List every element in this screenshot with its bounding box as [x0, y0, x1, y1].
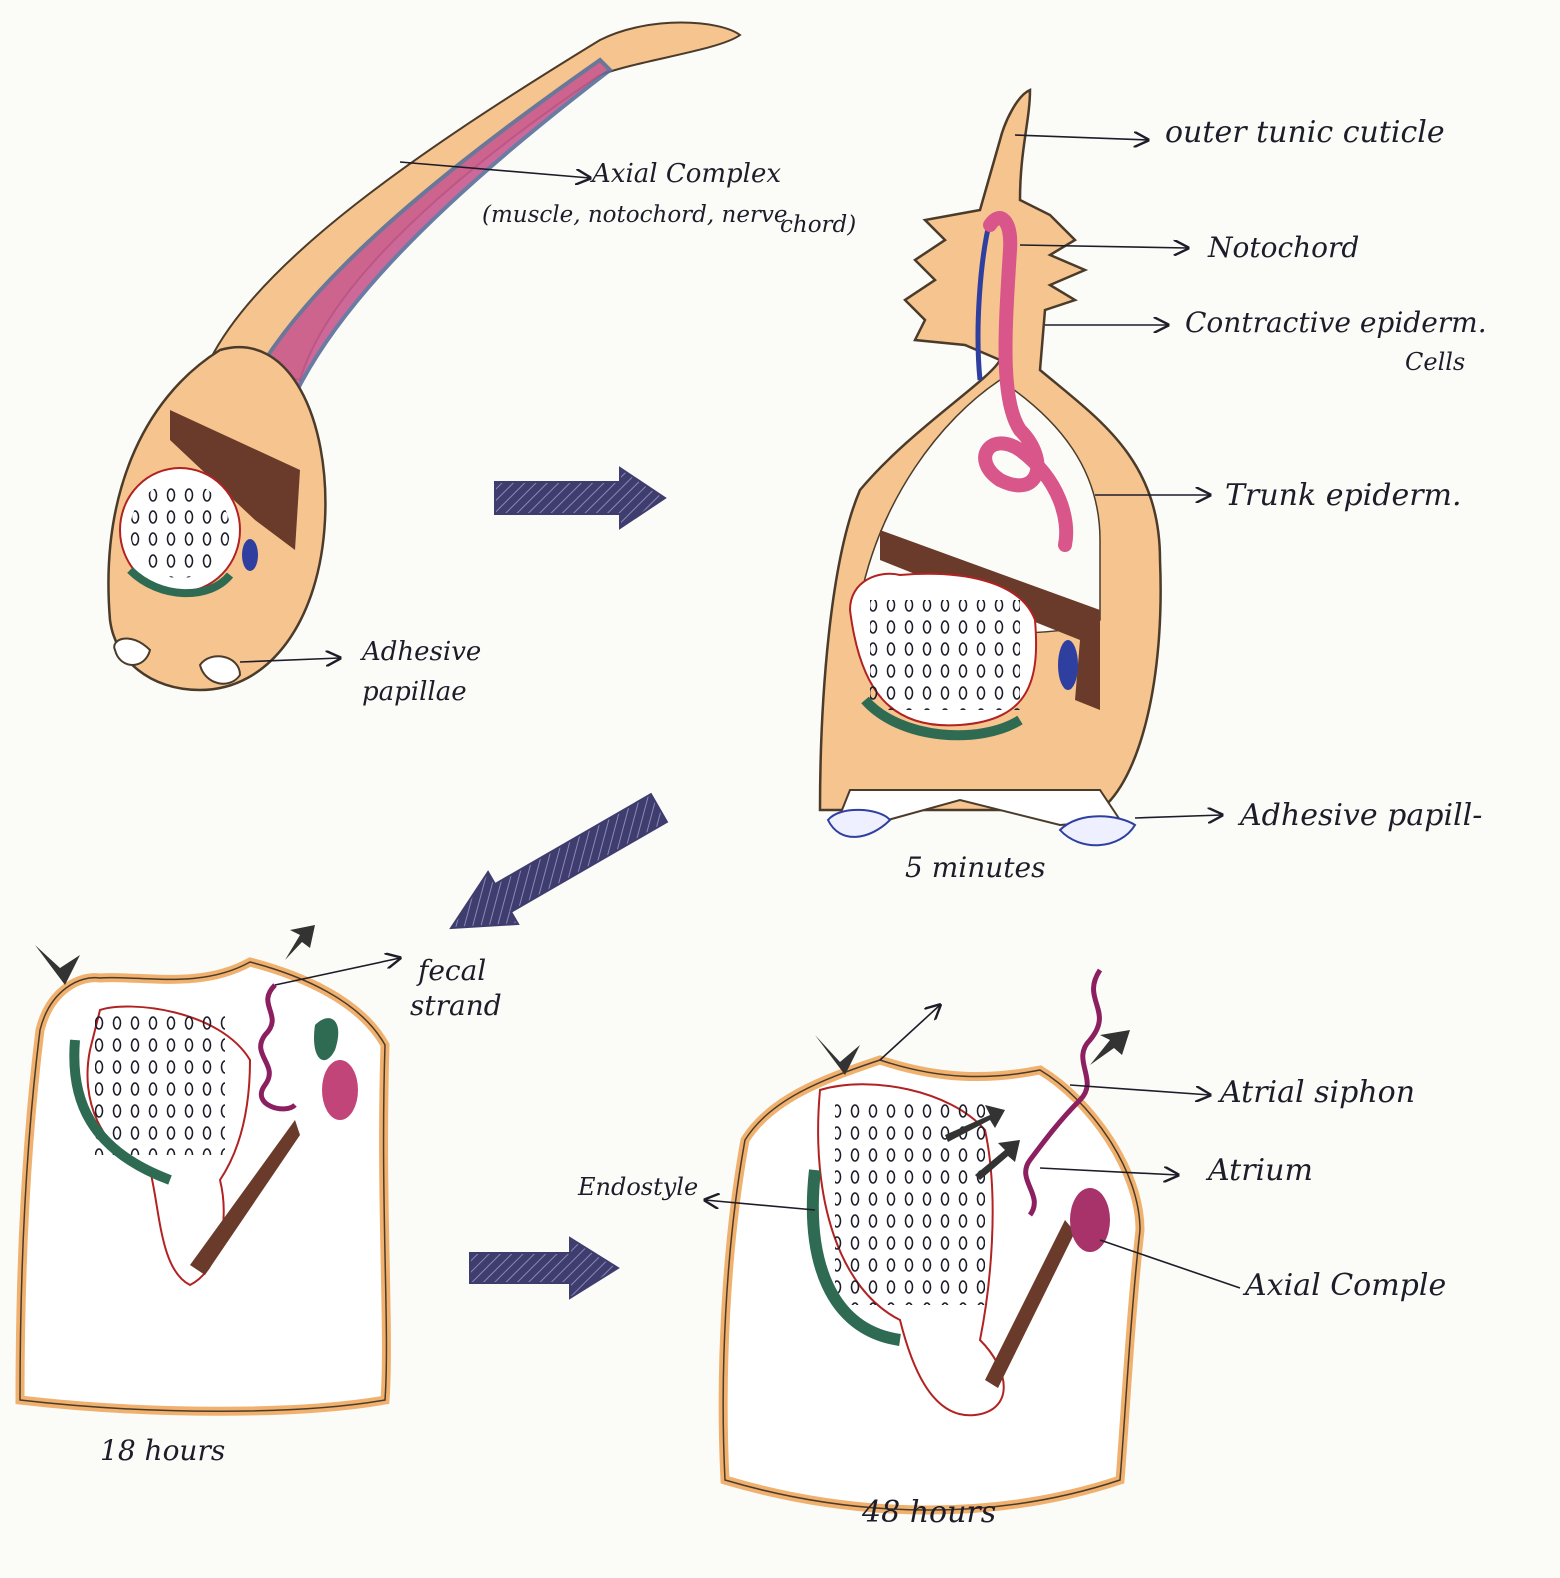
label-axial-complex-top: Axial Complex [590, 159, 781, 189]
stage3-gill-slits [95, 1015, 225, 1155]
pointer-endostyle [705, 1200, 816, 1211]
transition-arrow-1 [494, 466, 667, 530]
label-fecal-1: fecal [416, 954, 486, 987]
pointer-fecal-strand [274, 958, 400, 986]
stage3-endostyle [69, 1039, 172, 1185]
larva-gill-slits [130, 482, 230, 578]
label-adhesive-papillae-1a: Adhesive [360, 637, 481, 667]
label-trunk-epidermis: Trunk epiderm. [1225, 478, 1462, 513]
larva-stage-1 [107, 21, 742, 692]
stage4-incurrent-arrow [815, 1035, 860, 1075]
label-adhesive-papillae-1b: papillae [362, 677, 467, 707]
stage4-fecal-strand [1023, 968, 1103, 1217]
stage3-gut [190, 1120, 300, 1275]
stage-label-18-hours: 18 hours [100, 1434, 225, 1467]
stage-label-48-hours: 48 hours [861, 1495, 996, 1530]
larva-gut [170, 410, 300, 550]
label-contractive-1: Contractive epiderm. [1185, 306, 1487, 339]
label-notochord: Notochord [1207, 231, 1359, 264]
label-atrium: Atrium [1205, 1153, 1313, 1188]
transition-arrow-3 [469, 1236, 620, 1300]
stage-5-minutes [818, 88, 1162, 847]
stage3-incurrent-arrow [35, 945, 80, 985]
stage4-axial-remnant [1070, 1188, 1110, 1252]
pointer-oral-siphon [879, 1005, 940, 1061]
stage3-axial-remnant [322, 1060, 358, 1120]
stage2-notochord [978, 211, 1074, 552]
pointer-outer-tunic [1014, 135, 1148, 140]
stage3-tunic-inner [19, 961, 388, 1412]
label-axial-complex-sub1: (muscle, notochord, nerve [482, 202, 788, 228]
larva-papilla-right [198, 655, 242, 685]
stage-label-5-minutes: 5 minutes [905, 851, 1045, 884]
pointer-axial-complex-bottom [1099, 1239, 1241, 1289]
stage4-excurrent-arrow [1090, 1030, 1130, 1065]
stage4-endostyle [806, 1169, 901, 1346]
stage2-papilla-right [1058, 815, 1137, 847]
pointer-axial-complex-top [399, 161, 590, 178]
transition-arrow-2 [449, 792, 669, 930]
pointer-adhesive-papillae-1 [239, 658, 340, 662]
pointer-adhesive-papillae-2 [1134, 815, 1222, 818]
stage3-fecal-strand [258, 983, 297, 1112]
stage4-tunic-inner [722, 1059, 1141, 1511]
stage-18-hours [15, 925, 391, 1416]
pointer-atrial-siphon [1069, 1084, 1210, 1095]
label-axial-complex-sub2: chord) [780, 212, 856, 238]
stage2-gill-slits [870, 600, 1020, 710]
stage2-nerve-cord [975, 219, 993, 381]
label-outer-tunic: outer tunic cuticle [1165, 115, 1445, 150]
label-atrial-siphon: Atrial siphon [1217, 1075, 1415, 1110]
stage2-endostyle [861, 696, 1023, 741]
label-adhesive-papillae-2: Adhesive papill- [1237, 798, 1482, 833]
stage4-gut [985, 1220, 1075, 1388]
label-endostyle: Endostyle [577, 1173, 698, 1201]
label-axial-complex-bottom: Axial Comple [1242, 1268, 1446, 1303]
pointer-atrium [1039, 1168, 1178, 1175]
larva-endostyle [127, 567, 234, 598]
stage-48-hours [718, 968, 1145, 1515]
stage3-excurrent-arrow [285, 925, 315, 960]
stage4-internal-arrow-1 [945, 1105, 1005, 1142]
label-fecal-2: strand [410, 989, 502, 1022]
stage2-papilla-left [826, 808, 892, 838]
stage3-green-patch [314, 1018, 339, 1061]
larva-papilla-left [113, 637, 152, 666]
label-contractive-2: Cells [1405, 348, 1465, 376]
stage2-nerve-ganglion [1058, 640, 1078, 690]
pointer-notochord [1019, 245, 1188, 248]
larva-nerve-ganglion [242, 539, 258, 571]
stage4-internal-arrow-2 [975, 1140, 1020, 1180]
